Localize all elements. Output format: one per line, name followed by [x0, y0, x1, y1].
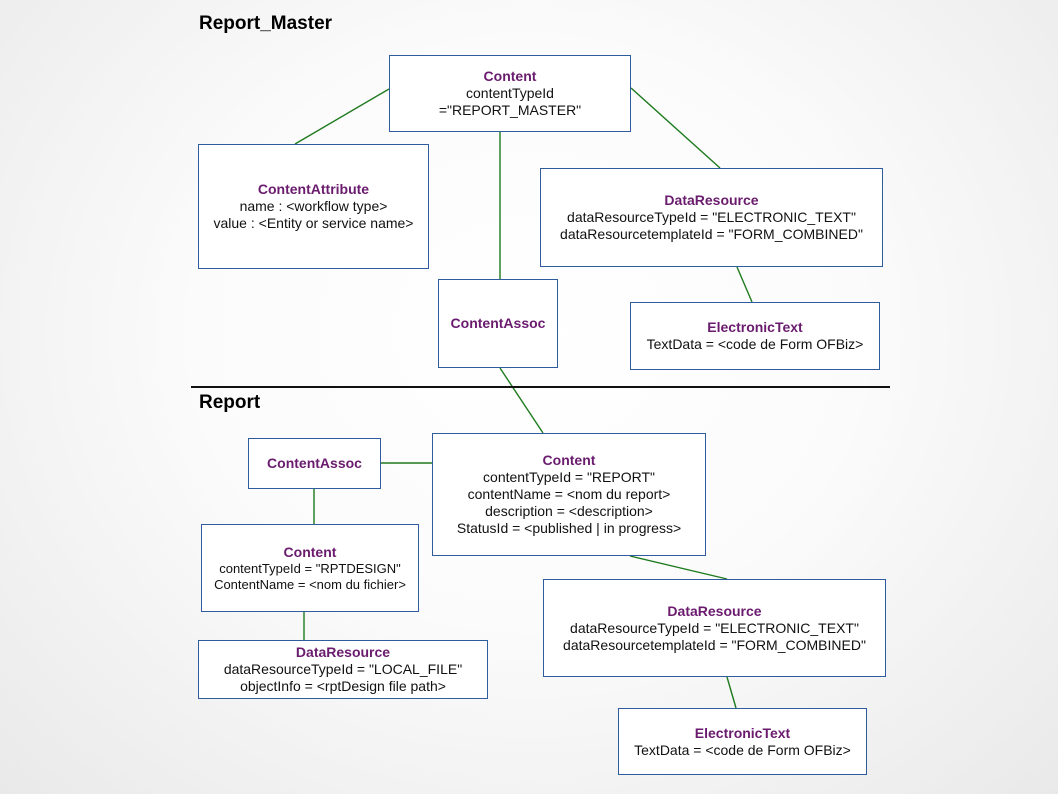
node-attribute-line: contentTypeId = "RPTDESIGN": [219, 560, 401, 576]
node-attribute-line: dataResourcetemplateId = "FORM_COMBINED": [563, 636, 866, 653]
section-title-report: Report: [199, 392, 261, 413]
report-content-assoc-box: ContentAssoc: [248, 438, 381, 489]
node-title: DataResource: [664, 192, 759, 208]
node-title: Content: [483, 68, 537, 84]
node-attribute-line: ="REPORT_MASTER": [438, 102, 582, 118]
node-attribute-line: objectInfo = <rptDesign file path>: [240, 678, 446, 694]
node-attribute-line: contentTypeId: [466, 85, 554, 101]
connector: [736, 266, 753, 303]
node-title: ContentAttribute: [257, 181, 370, 197]
node-attribute-line: StatusId = <published | in progress>: [456, 520, 682, 536]
node-attribute-line: contentTypeId = "REPORT": [483, 469, 655, 485]
node-title: ElectronicText: [707, 319, 803, 335]
connector: [630, 87, 721, 169]
content-assoc-box: ContentAssoc: [438, 279, 558, 368]
node-attribute-line: name : <workflow type>: [239, 198, 388, 214]
node-attribute-line: description = <description>: [485, 503, 653, 519]
node-title: DataResource: [667, 602, 762, 619]
node-attribute-line: ContentName = <nom du fichier>: [214, 576, 406, 592]
section-divider: [191, 386, 890, 388]
connector: [499, 367, 544, 434]
node-attribute-line: dataResourcetemplateId = "FORM_COMBINED": [560, 226, 863, 242]
section-title-report-master: Report_Master: [199, 13, 333, 34]
node-title: ContentAssoc: [450, 315, 546, 331]
node-title: Content: [542, 452, 596, 468]
node-attribute-line: contentName = <nom du report>: [467, 486, 671, 502]
connector: [726, 676, 737, 709]
node-title: ContentAssoc: [267, 455, 362, 471]
node-title: Content: [283, 543, 337, 560]
node-attribute-line: dataResourceTypeId = "LOCAL_FILE": [223, 661, 463, 677]
node-attribute-line: value : <Entity or service name>: [213, 215, 414, 231]
node-title: DataResource: [295, 644, 391, 660]
node-attribute-line: TextData = <code de Form OFBiz>: [646, 336, 864, 352]
node-title: ElectronicText: [694, 724, 791, 741]
node-attribute-line: dataResourceTypeId = "ELECTRONIC_TEXT": [567, 209, 856, 225]
node-attribute-line: dataResourceTypeId = "ELECTRONIC_TEXT": [570, 619, 859, 636]
connector: [294, 88, 390, 145]
node-attribute-line: TextData = <code de Form OFBiz>: [634, 741, 851, 758]
connector: [629, 555, 728, 580]
